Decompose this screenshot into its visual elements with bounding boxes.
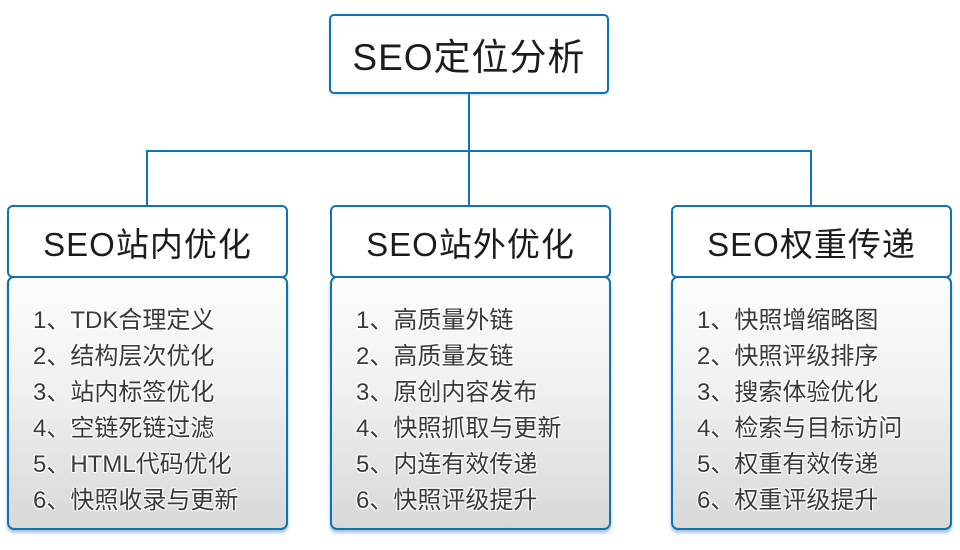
connector-drop-middle — [468, 150, 470, 207]
branch-title: SEO权重传递 — [707, 225, 916, 263]
connector-root-vertical — [468, 94, 470, 152]
list-item: 5、权重有效传递 — [697, 451, 879, 478]
branch-header: SEO权重传递 — [671, 205, 952, 278]
list-item: 4、空链死链过滤 — [33, 415, 215, 442]
root-node-seo-positioning-analysis: SEO定位分析 — [329, 14, 609, 94]
list-item: 6、快照评级提升 — [356, 487, 538, 514]
list-item: 6、快照收录与更新 — [33, 487, 239, 514]
branch-offsite-optimization: SEO站外优化 1、高质量外链 2、高质量友链 3、原创内容发布 4、快照抓取与… — [330, 205, 611, 530]
branch-item-list: 1、高质量外链 2、高质量友链 3、原创内容发布 4、快照抓取与更新 5、内连有… — [330, 276, 611, 530]
list-item: 5、内连有效传递 — [356, 451, 538, 478]
list-item: 3、站内标签优化 — [33, 379, 215, 406]
branch-weight-transfer: SEO权重传递 1、快照增缩略图 2、快照评级排序 3、搜索体验优化 4、检索与… — [671, 205, 952, 530]
list-item: 3、搜索体验优化 — [697, 379, 879, 406]
root-node-label: SEO定位分析 — [352, 37, 586, 78]
list-item: 2、高质量友链 — [356, 343, 514, 370]
list-item: 1、高质量外链 — [356, 307, 514, 334]
list-item: 4、快照抓取与更新 — [356, 415, 562, 442]
list-item: 1、快照增缩略图 — [697, 307, 879, 334]
list-item: 4、检索与目标访问 — [697, 415, 903, 442]
connector-horizontal-bus — [146, 150, 812, 152]
connector-drop-left — [146, 150, 148, 207]
branch-title: SEO站外优化 — [366, 225, 575, 263]
branch-item-list: 1、TDK合理定义 2、结构层次优化 3、站内标签优化 4、空链死链过滤 5、H… — [7, 276, 288, 530]
branch-header: SEO站内优化 — [7, 205, 288, 278]
connector-drop-right — [810, 150, 812, 207]
branch-item-list: 1、快照增缩略图 2、快照评级排序 3、搜索体验优化 4、检索与目标访问 5、权… — [671, 276, 952, 530]
list-item: 6、权重评级提升 — [697, 487, 879, 514]
list-item: 2、结构层次优化 — [33, 343, 215, 370]
branch-onsite-optimization: SEO站内优化 1、TDK合理定义 2、结构层次优化 3、站内标签优化 4、空链… — [7, 205, 288, 530]
list-item: 2、快照评级排序 — [697, 343, 879, 370]
branch-title: SEO站内优化 — [43, 225, 252, 263]
list-item: 3、原创内容发布 — [356, 379, 538, 406]
list-item: 1、TDK合理定义 — [33, 307, 215, 334]
list-item: 5、HTML代码优化 — [33, 451, 232, 478]
branch-header: SEO站外优化 — [330, 205, 611, 278]
